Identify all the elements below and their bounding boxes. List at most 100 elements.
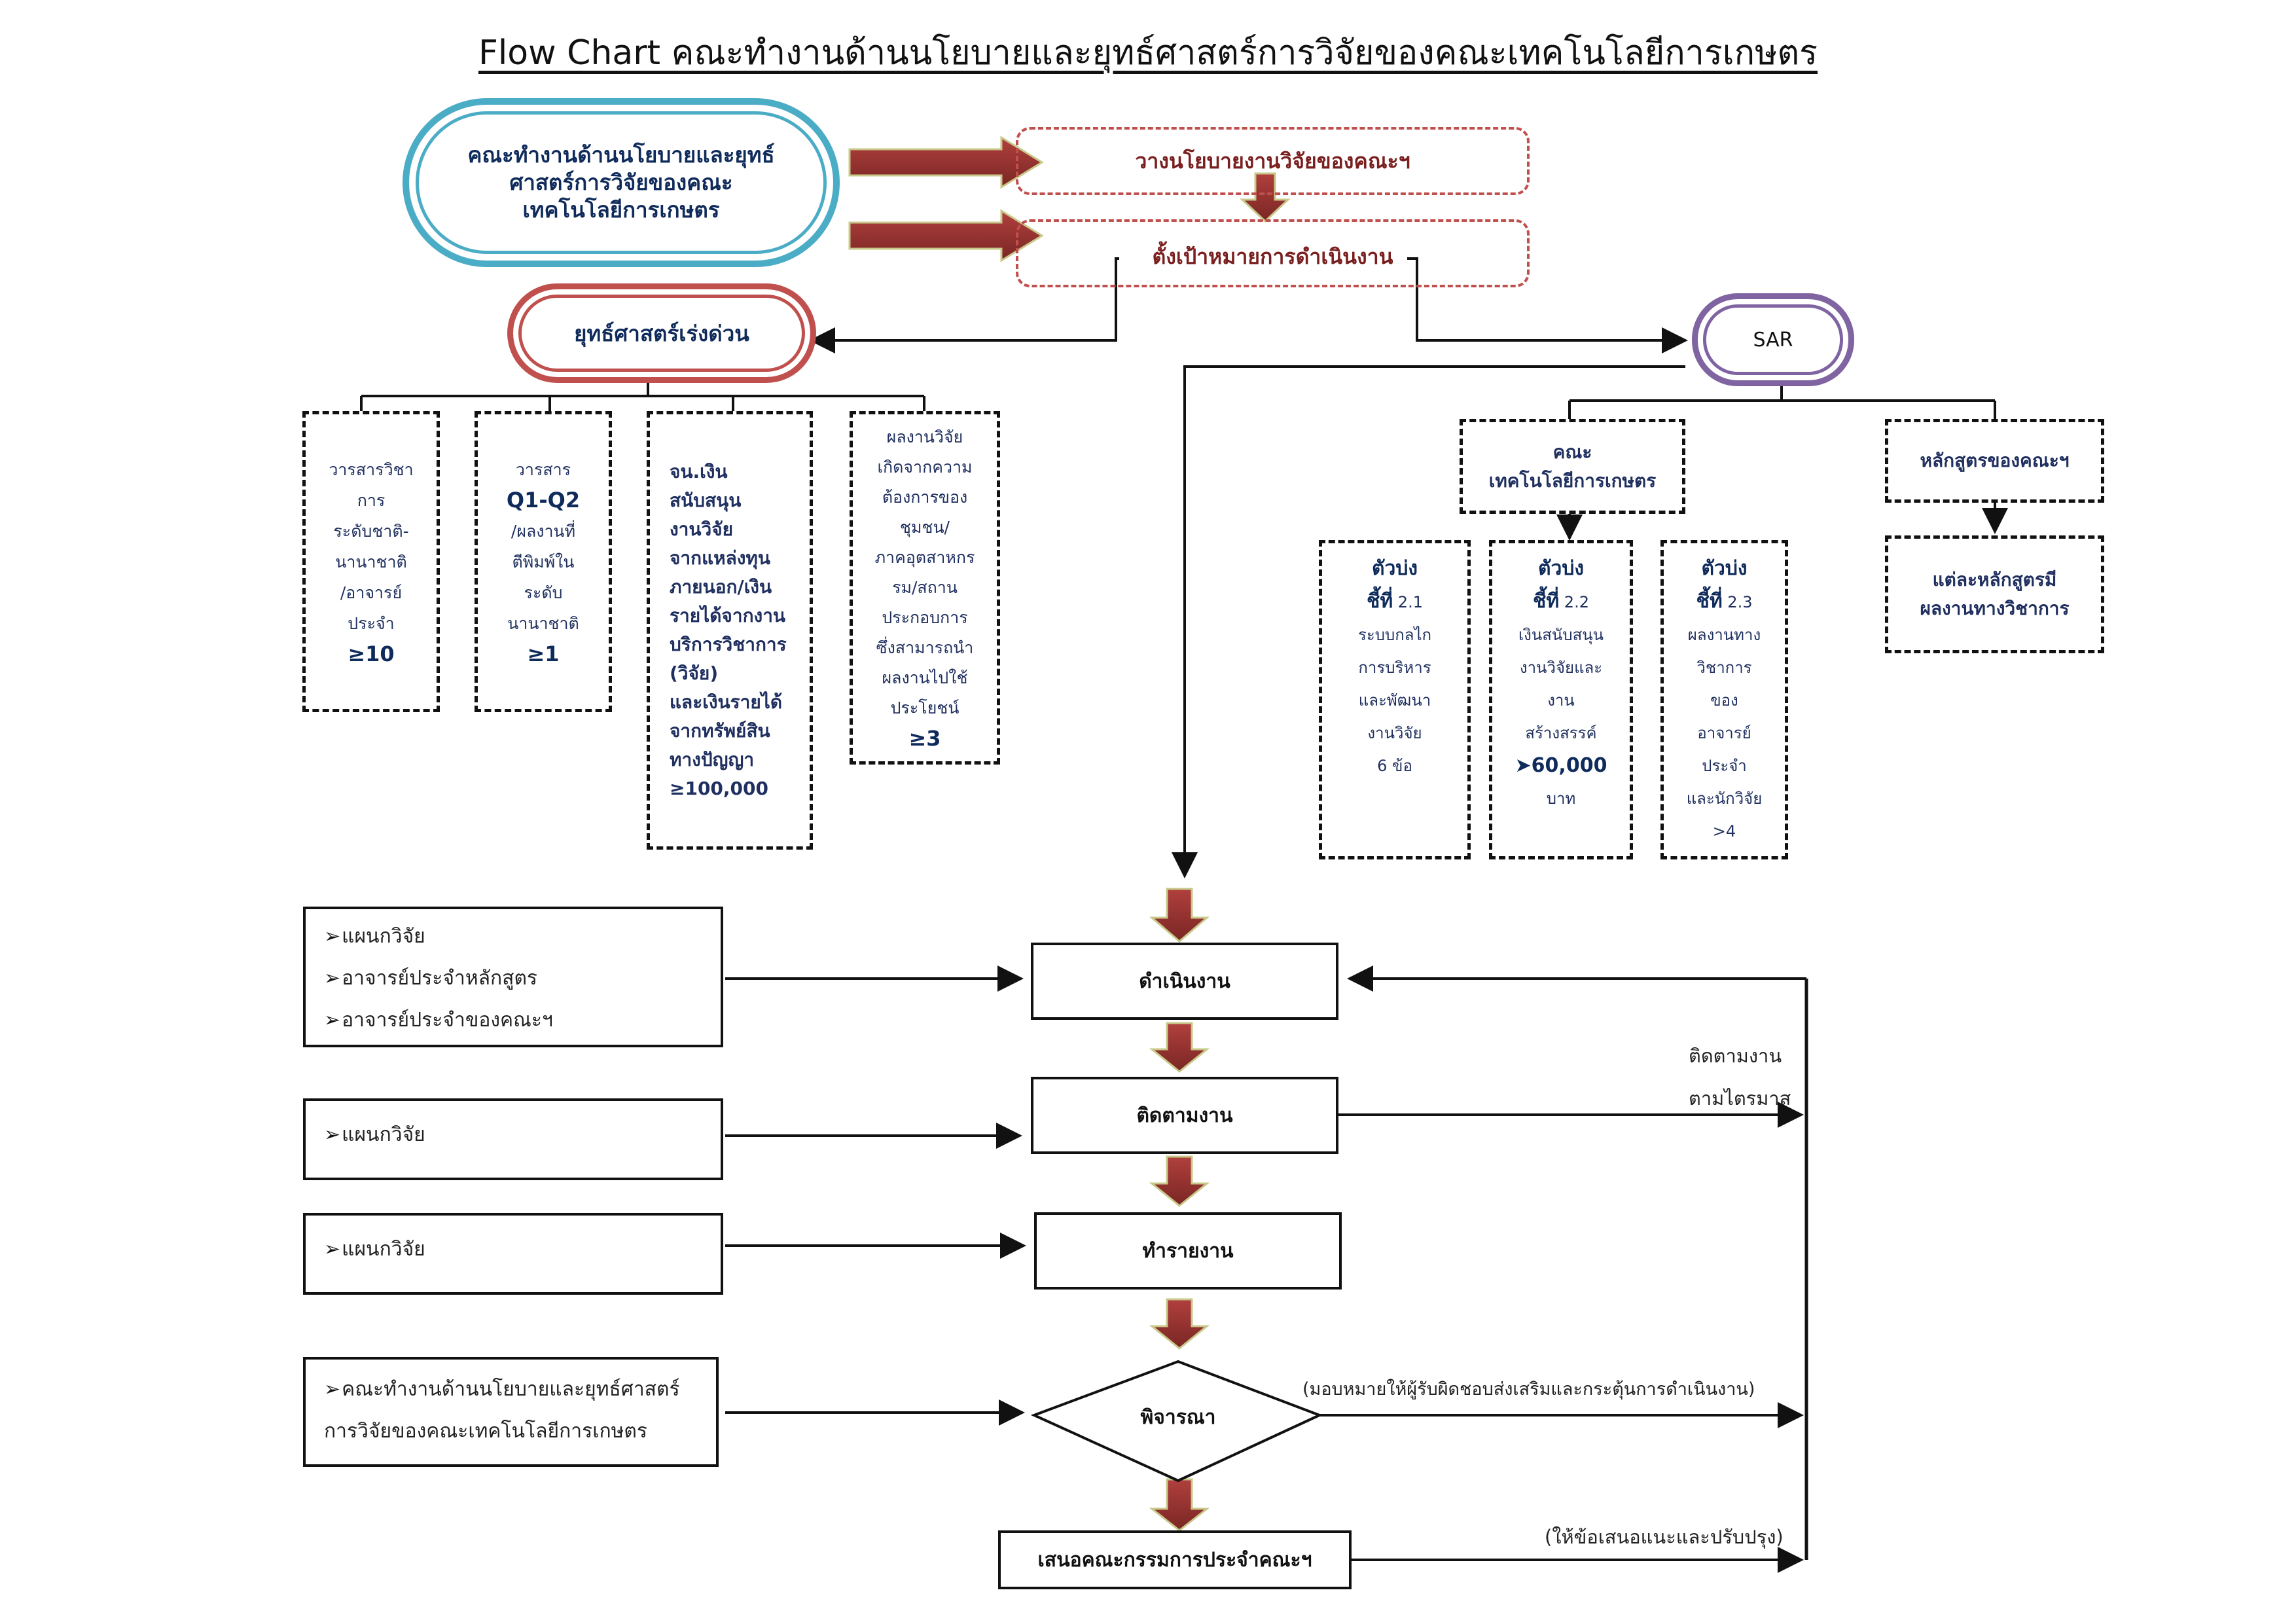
- strategy-item-text: จากแหล่งทุน: [670, 547, 771, 569]
- strategy-item-text: วารสารวิชา: [329, 460, 414, 479]
- connector-target-to-urgent: [809, 257, 1119, 353]
- strategy-item-text: รายได้จากงาน: [670, 605, 786, 626]
- strategy-item-text: /ผลงานที่: [511, 521, 576, 541]
- operate-label: ดำเนินงาน: [1139, 969, 1230, 993]
- strategy-item-text: วารสาร: [515, 460, 571, 479]
- strategy-item-value: ≥10: [348, 641, 395, 666]
- strategy-item-text: ระดับ: [524, 583, 563, 602]
- strategy-item-text: ภาคอุตสาหกร: [874, 548, 975, 567]
- report-box: ทำรายงาน: [1034, 1212, 1342, 1290]
- strategy-item-text: ทางปัญญา: [670, 749, 755, 770]
- strategy-item-text: ชุมชน/: [900, 518, 950, 537]
- faculty-box-line: คณะ: [1552, 441, 1592, 463]
- monitor-box: ติดตามงาน: [1031, 1077, 1338, 1154]
- monitor-note-line-2: ตามไตรมาส: [1689, 1087, 1791, 1110]
- present-box: เสนอคณะกรรมการประจำคณะฯ: [998, 1530, 1352, 1589]
- strategy-item-text: ต้องการของ: [882, 488, 968, 507]
- target-box-label: ตั้งเป้าหมายการดำเนินงาน: [1148, 240, 1397, 274]
- urgent-strategy-label: ยุทธ์ศาสตร์เร่งด่วน: [574, 320, 749, 346]
- strategy-item-community: ผลงานวิจัย เกิดจากความ ต้องการของ ชุมชน/…: [850, 411, 1000, 765]
- input-box-4: คณะทำงานด้านนโยบายและยุทธ์ศาสตร์ การวิจั…: [303, 1357, 719, 1467]
- kpi-number: 2.1: [1397, 593, 1423, 611]
- page-title: Flow Chart คณะทำงานด้านนโยบายและยุทธ์ศาส…: [478, 33, 1818, 73]
- connector-target-to-sar: [1407, 257, 1688, 353]
- curriculum-sub-box: แต่ละหลักสูตรมี ผลงานทางวิชาการ: [1885, 535, 2104, 653]
- committee-line-1: คณะทำงานด้านนโยบายและยุทธ์: [467, 142, 775, 168]
- monitor-label: ติดตามงาน: [1136, 1104, 1233, 1127]
- strategy-item-text: การ: [357, 490, 386, 510]
- kpi-text: ระบบกลไก: [1357, 626, 1432, 644]
- input-item: แผนกวิจัย: [324, 916, 425, 958]
- input-box-1: แผนกวิจัย อาจารย์ประจำหลักสูตร อาจารย์ปร…: [303, 907, 723, 1047]
- block-arrow-to-target: [848, 209, 1044, 262]
- strategy-item-text: (วิจัย): [670, 662, 719, 684]
- strategy-item-text: ระดับชาติ-: [333, 521, 409, 541]
- faculty-box-line: เทคโนโลยีการเกษตร: [1488, 469, 1657, 492]
- kpi-head: ตัวบ่ง: [1537, 557, 1585, 580]
- kpi-2-3-box: ตัวบ่ง ชี้ที่ 2.3 ผลงานทาง วิชาการ ของ อ…: [1660, 540, 1788, 859]
- strategy-item-value: ≥100,000: [670, 778, 768, 799]
- kpi-text: เงินสนับสนุน: [1518, 626, 1604, 644]
- sar-label: SAR: [1753, 328, 1793, 352]
- strategy-item-text: จน.เงิน: [670, 461, 728, 482]
- target-box: ตั้งเป้าหมายการดำเนินงาน: [1016, 219, 1530, 287]
- monitor-note-line-1: ติดตามงาน: [1689, 1045, 1782, 1067]
- sar-pill: SAR: [1692, 293, 1854, 386]
- flow-block-arrow-2: [1149, 1022, 1210, 1073]
- kpi-number: 2.3: [1727, 593, 1753, 611]
- kpi-head: ชี้ที่: [1696, 590, 1723, 613]
- input-box-2: แผนกวิจัย: [303, 1098, 723, 1180]
- block-arrow-policy-to-target: [1240, 172, 1291, 223]
- strategy-item-text: ผลงานวิจัย: [886, 427, 963, 446]
- curriculum-sub-line: แต่ละหลักสูตรมี: [1932, 569, 2057, 590]
- kpi-text: ประจำ: [1702, 757, 1747, 775]
- strategy-item-text: ประโยชน์: [890, 698, 960, 717]
- kpi-text: อาจารย์: [1697, 724, 1751, 742]
- kpi-value: ➤60,000: [1515, 754, 1607, 777]
- strategy-item-text: บริการวิชาการ: [670, 634, 787, 655]
- input-item: อาจารย์ประจำของคณะฯ: [324, 1000, 553, 1041]
- committee-pill: คณะทำงานด้านนโยบายและยุทธ์ ศาสตร์การวิจั…: [403, 98, 840, 267]
- kpi-text: และพัฒนา: [1358, 691, 1431, 710]
- strategy-item-q1q2: วารสาร Q1-Q2 /ผลงานที่ ตีพิมพ์ใน ระดับ น…: [475, 411, 612, 712]
- consider-label: พิจารณา: [1140, 1405, 1216, 1429]
- kpi-text: การบริหาร: [1358, 659, 1431, 677]
- strategy-item-text: สนับสนุน: [670, 490, 742, 511]
- curriculum-box: หลักสูตรของคณะฯ: [1885, 419, 2104, 503]
- curriculum-box-label: หลักสูตรของคณะฯ: [1920, 450, 2070, 471]
- flow-block-arrow-4: [1149, 1298, 1210, 1350]
- kpi-head: ตัวบ่ง: [1701, 557, 1748, 580]
- kpi-head: ชี้ที่: [1533, 590, 1560, 613]
- connector-sar-to-operate: [1172, 365, 1685, 878]
- kpi-2-1-box: ตัวบ่ง ชี้ที่ 2.1 ระบบกลไก การบริหาร และ…: [1319, 540, 1471, 859]
- strategy-item-highlight: Q1-Q2: [506, 487, 581, 513]
- committee-line-3: เทคโนโลยีการเกษตร: [522, 197, 720, 223]
- strategy-item-text: จากทรัพย์สิน: [670, 720, 770, 742]
- strategy-item-value: ≥3: [908, 726, 941, 751]
- flow-block-arrow-3: [1149, 1155, 1210, 1207]
- policy-box: วางนโยบายงานวิจัยของคณะฯ: [1016, 127, 1530, 195]
- input-item-continued: การวิจัยของคณะเทคโนโลยีการเกษตร: [324, 1420, 648, 1443]
- kpi-text: 6 ข้อ: [1377, 757, 1412, 775]
- policy-box-label: วางนโยบายงานวิจัยของคณะฯ: [1135, 148, 1410, 173]
- kpi-text: >4: [1712, 822, 1736, 840]
- kpi-text: งาน: [1547, 691, 1575, 710]
- input-item: แผนกวิจัย: [324, 1229, 425, 1271]
- strategy-item-text: งานวิจัย: [670, 518, 734, 540]
- block-arrow-to-policy: [848, 135, 1044, 189]
- input-box-3: แผนกวิจัย: [303, 1213, 723, 1295]
- committee-line-2: ศาสตร์การวิจัยของคณะ: [509, 170, 733, 195]
- faculty-box: คณะ เทคโนโลยีการเกษตร: [1460, 419, 1685, 514]
- input-item: อาจารย์ประจำหลักสูตร: [324, 958, 537, 1000]
- strategy-item-text: /อาจารย์: [340, 583, 403, 602]
- consider-note: (มอบหมายให้ผู้รับผิดชอบส่งเสริมและกระตุ้…: [1302, 1379, 1755, 1399]
- kpi-number: 2.2: [1564, 593, 1589, 611]
- kpi-text: สร้างสรรค์: [1525, 724, 1597, 742]
- strategy-item-text: ภายนอก/เงิน: [670, 576, 772, 598]
- flow-block-arrow-1: [1149, 888, 1210, 943]
- sar-tree: [1568, 386, 1996, 419]
- present-note: (ให้ข้อเสนอแนะและปรับปรุง): [1545, 1526, 1784, 1548]
- kpi-head: ตัวบ่ง: [1371, 557, 1418, 580]
- kpi-2-2-box: ตัวบ่ง ชี้ที่ 2.2 เงินสนับสนุน งานวิจัยแ…: [1489, 540, 1633, 859]
